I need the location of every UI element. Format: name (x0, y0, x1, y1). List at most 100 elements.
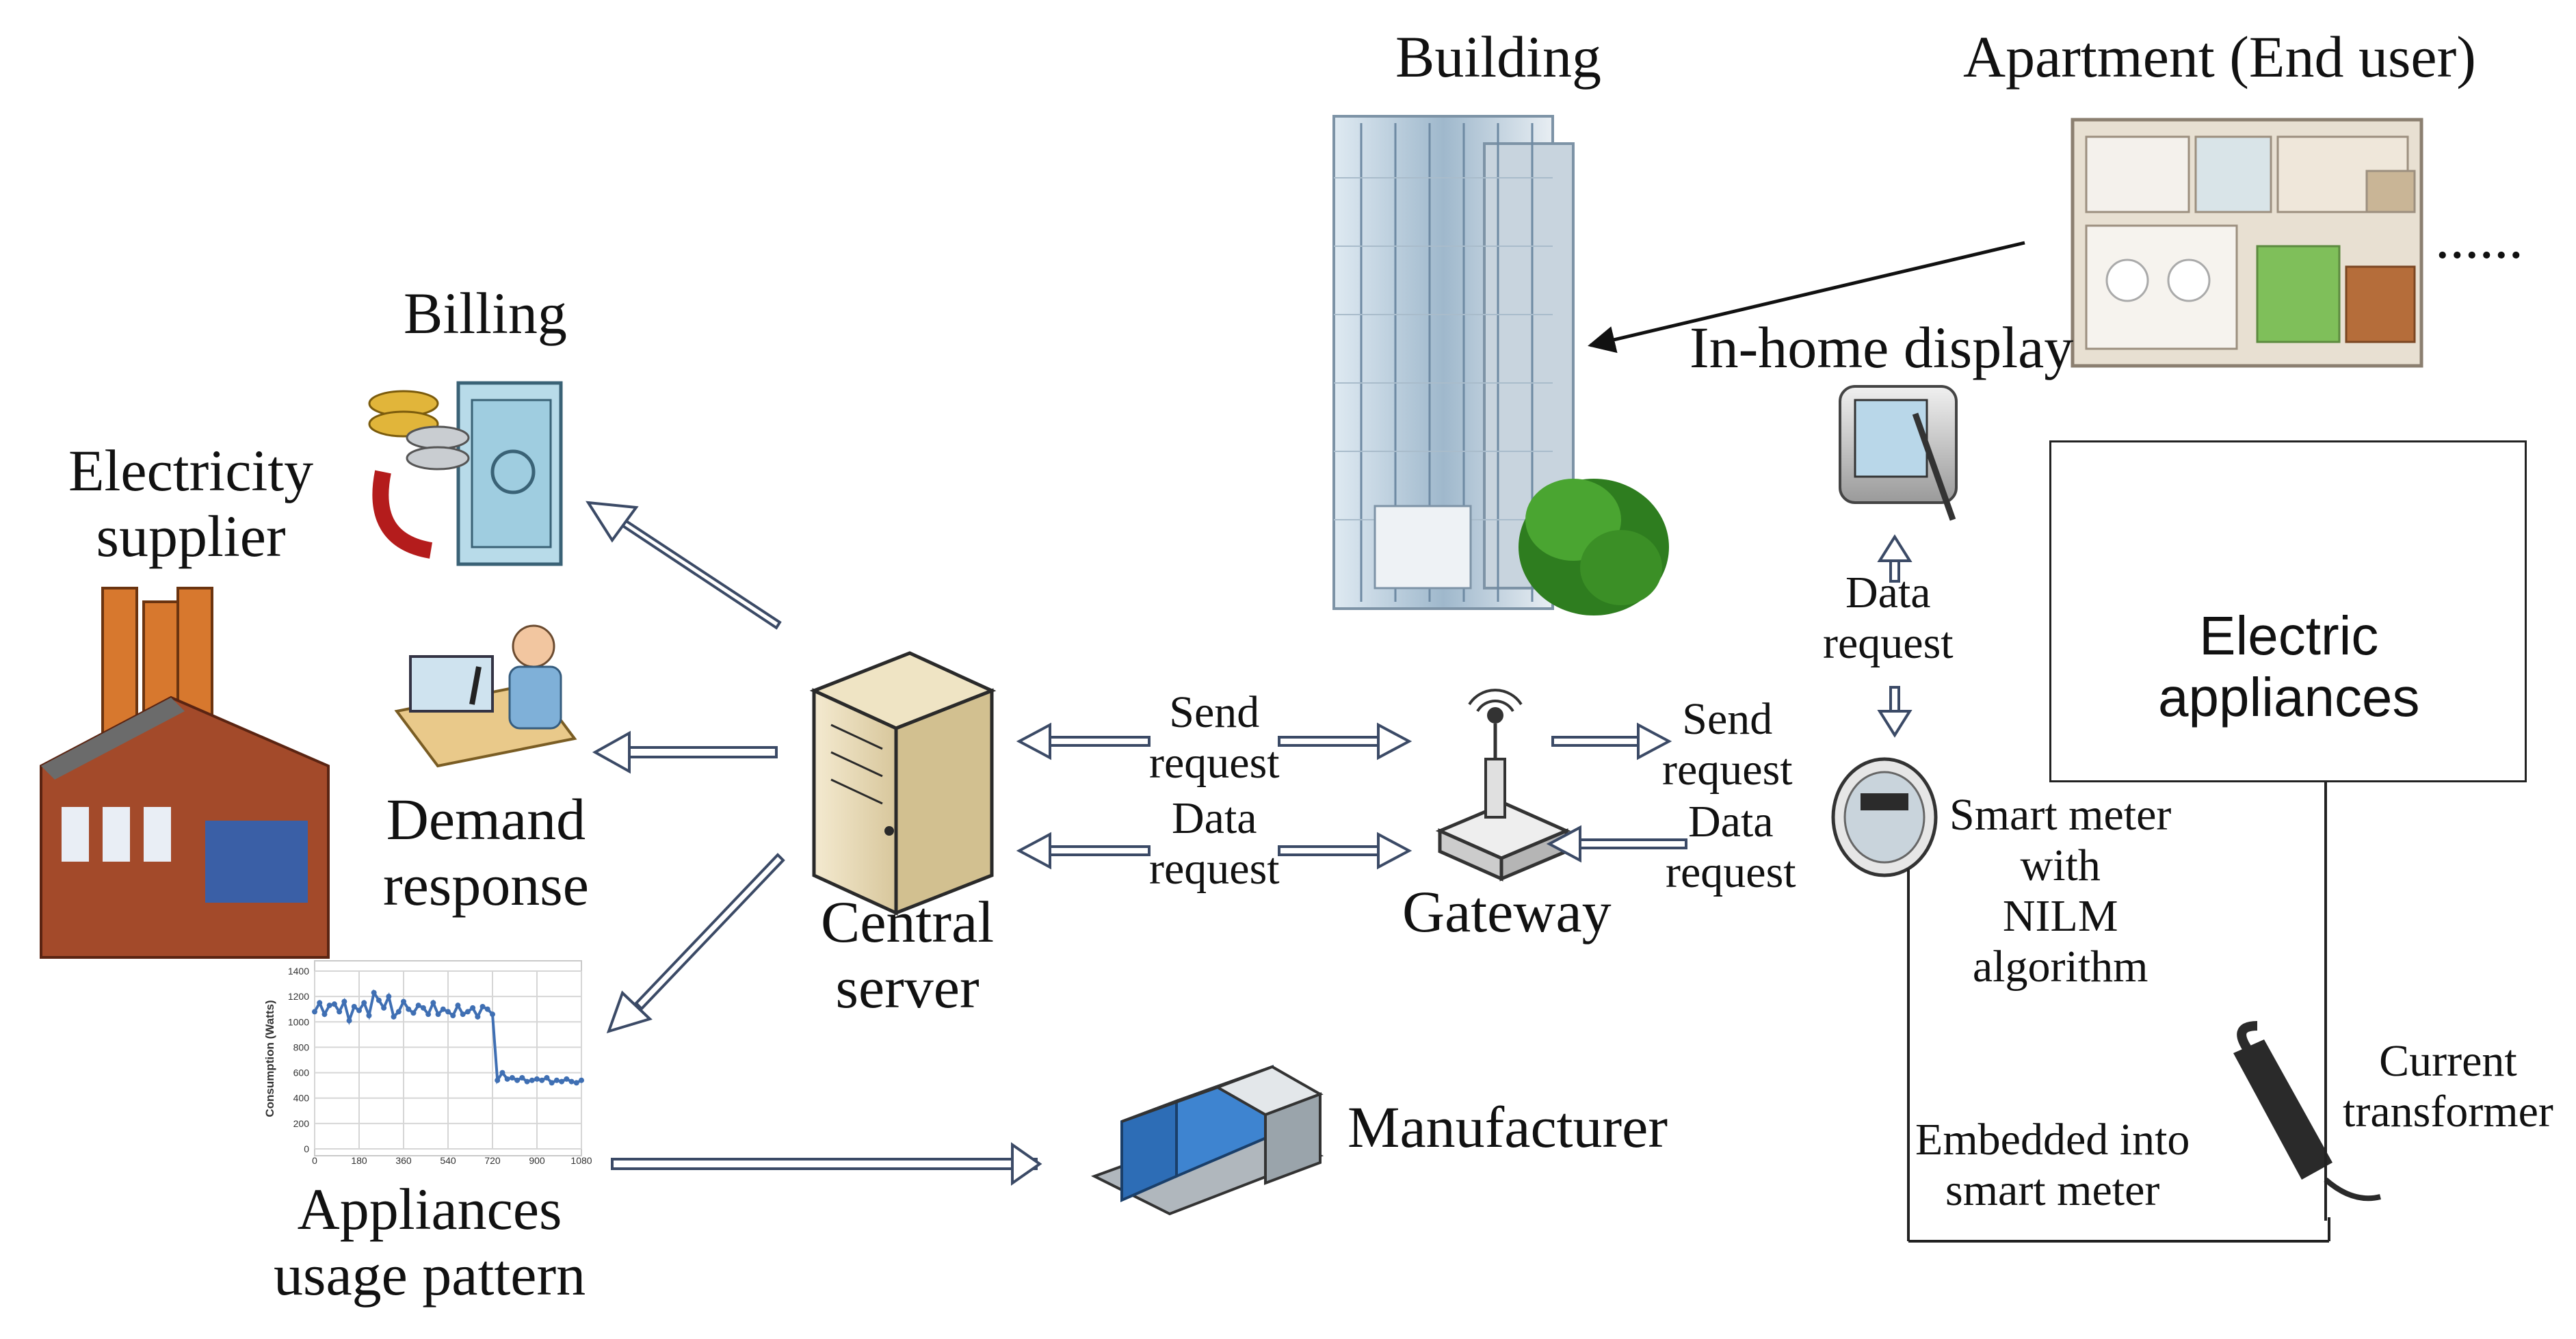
chart-data-point (499, 1070, 505, 1076)
embedded-label: Embedded into smart meter (1915, 1115, 2190, 1216)
smart-meter-line2: with (2020, 840, 2101, 890)
data-request-display-line2: request (1823, 618, 1954, 668)
chart-y-tick-label: 0 (304, 1143, 309, 1154)
chart-data-point (534, 1076, 540, 1082)
chart-data-point (351, 1004, 357, 1009)
chart-data-point (356, 1007, 362, 1013)
appliances-usage-line2: usage pattern (274, 1242, 586, 1308)
send-request-right-line1: Send (1682, 694, 1773, 744)
chart-data-point (346, 1018, 352, 1024)
arrow-meter-to-display (1877, 534, 1913, 583)
chart-data-point (317, 1000, 323, 1006)
data-request-right-line2: request (1666, 847, 1796, 897)
chart-data-point (568, 1078, 575, 1085)
gateway-icon (1435, 689, 1571, 881)
central-server-icon (809, 651, 997, 916)
central-server-label: Central server (821, 889, 994, 1021)
chart-data-point (321, 1011, 328, 1018)
chart-x-tick-label: 0 (312, 1155, 317, 1166)
chart-data-point (331, 1001, 337, 1007)
demand-response-line1: Demand (386, 786, 586, 852)
send-request-left-line2: request (1149, 737, 1280, 788)
arrow-server-to-usage (606, 853, 785, 1034)
chart-data-point (371, 990, 377, 996)
chart-x-tick-label: 180 (351, 1155, 367, 1166)
electric-appliances-line2: appliances (2158, 666, 2420, 728)
apartment-to-building-arrow (1588, 241, 2025, 354)
chart-data-point (415, 1003, 421, 1009)
chart-data-point (381, 1005, 387, 1011)
send-request-left-label: Send request (1149, 687, 1280, 788)
chart-data-point (391, 1013, 397, 1020)
current-transformer-line1: Current (2379, 1036, 2517, 1086)
chart-data-point (464, 1009, 471, 1015)
chart-y-tick-label: 600 (293, 1068, 310, 1078)
chart-data-point (395, 1009, 402, 1015)
appliances-usage-line1: Appliances (297, 1176, 562, 1242)
chart-data-point (440, 1006, 446, 1012)
chart-data-point (549, 1080, 555, 1086)
chart-data-point (386, 994, 392, 1000)
smart-meter-label: Smart meter with NILM algorithm (1949, 790, 2171, 992)
embedded-line1: Embedded into (1915, 1115, 2190, 1165)
chart-data-point (326, 1003, 332, 1009)
chart-y-tick-label: 400 (293, 1093, 310, 1104)
chart-data-point (445, 1009, 451, 1015)
chart-data-point (539, 1077, 545, 1083)
arrow-usage-to-manufacturer (611, 1142, 1042, 1186)
ellipsis-label: ...... (2435, 205, 2523, 271)
current-transformer-icon (2233, 1021, 2381, 1202)
chart-data-point (514, 1077, 521, 1083)
chart-data-point (519, 1075, 525, 1081)
arrow-send-request-gateway-meter (1551, 722, 1672, 760)
chart-data-point (479, 1004, 486, 1009)
data-request-left-line2: request (1149, 843, 1280, 894)
electricity-supplier-line2: supplier (96, 503, 286, 570)
chart-data-point (475, 1013, 481, 1020)
manufacturer-icon (1090, 1065, 1324, 1216)
chart-data-point (341, 998, 347, 1005)
chart-data-point (450, 1013, 456, 1018)
central-server-line2: server (835, 955, 980, 1021)
building-illustration (1332, 115, 1669, 615)
manufacturer-label: Manufacturer (1348, 1094, 1668, 1160)
chart-data-point (509, 1075, 515, 1081)
send-request-right-label: Send request (1662, 694, 1793, 795)
apartment-label: Apartment (End user) (1963, 24, 2476, 90)
central-server-line1: Central (821, 889, 995, 955)
demand-response-line2: response (383, 852, 589, 918)
demand-response-label: Demand response (383, 786, 589, 918)
chart-data-point (484, 1006, 490, 1012)
data-request-left-label: Data request (1149, 793, 1280, 894)
smart-meter-line4: algorithm (1972, 941, 2148, 992)
chart-data-point (544, 1075, 550, 1081)
chart-x-tick-label: 720 (484, 1155, 501, 1166)
arrow-server-to-billing (586, 501, 782, 630)
chart-data-point (470, 1005, 476, 1011)
embedded-line2: smart meter (1945, 1165, 2160, 1215)
in-home-display-icon (1839, 385, 1958, 521)
chart-x-tick-label: 540 (440, 1155, 456, 1166)
chart-data-point (490, 1011, 495, 1018)
electric-appliances-line1: Electric (2199, 605, 2379, 666)
chart-x-tick-label: 1080 (570, 1155, 592, 1166)
chart-data-point (376, 997, 382, 1003)
current-transformer-line2: transformer (2343, 1086, 2553, 1137)
billing-label: Billing (404, 280, 567, 346)
chart-data-point (504, 1076, 510, 1082)
chart-data-point (430, 1000, 436, 1006)
chart-data-point (337, 1009, 343, 1015)
send-request-left-line1: Send (1169, 687, 1260, 737)
chart-data-point (460, 1011, 466, 1018)
electric-appliances-box (2049, 440, 2527, 782)
chart-y-axis-label: Consumption (Watts) (263, 1000, 276, 1117)
chart-data-point (425, 1011, 432, 1018)
chart-data-point (312, 1009, 317, 1015)
chart-data-point (564, 1076, 570, 1082)
smart-meter-line3: NILM (2002, 890, 2118, 941)
chart-data-point (579, 1077, 584, 1083)
chart-y-tick-label: 1000 (288, 1016, 309, 1027)
data-request-left-line1: Data (1172, 793, 1257, 843)
